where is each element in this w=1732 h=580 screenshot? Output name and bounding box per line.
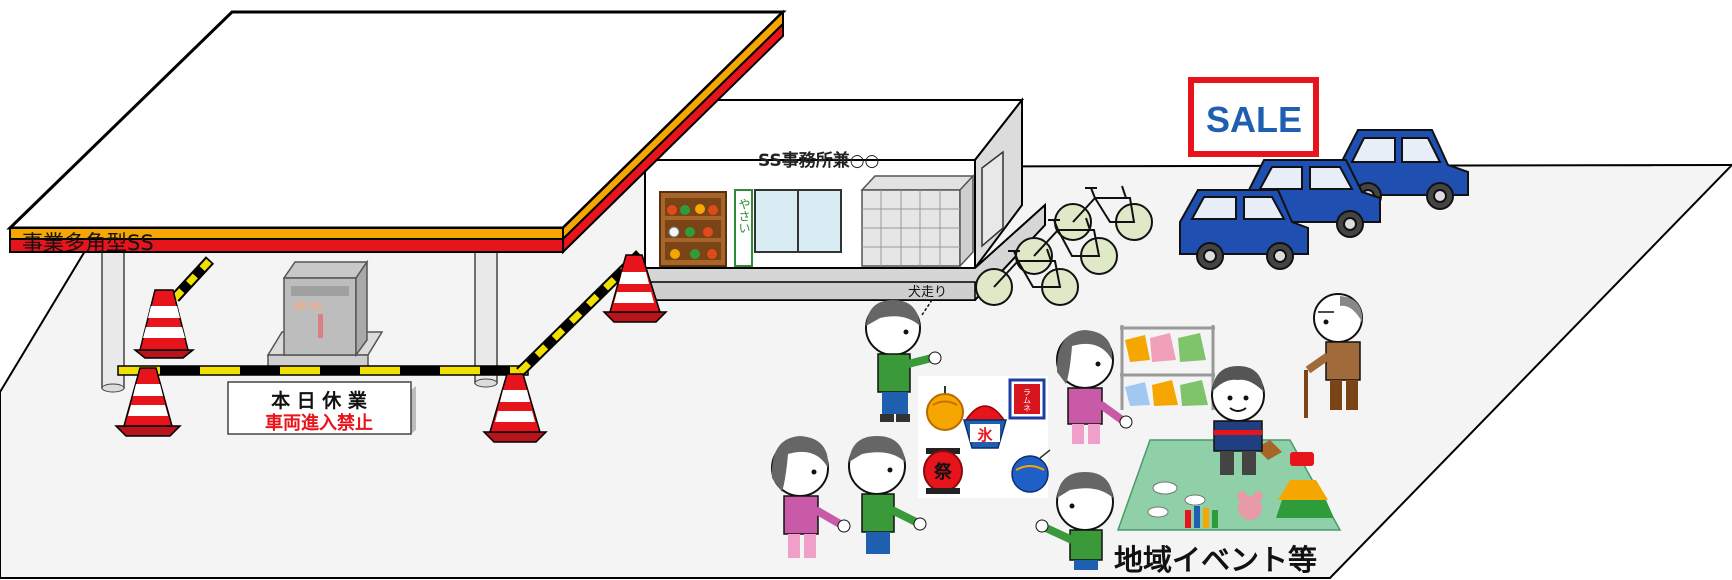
- closed-sign-line2: 車両進入禁止: [265, 412, 373, 434]
- ramune-sign: ラムネ: [1010, 380, 1044, 418]
- shaved-ice-label: 氷: [977, 426, 993, 444]
- festival-goods: 氷 ラムネ 祭: [918, 376, 1050, 498]
- ramune-label: ラムネ: [1023, 388, 1032, 412]
- vegetable-shelf-icon: [660, 192, 726, 266]
- closed-sign: 本 日 休 業 車両進入禁止: [228, 382, 416, 434]
- canopy-label: 事業多角型SS: [22, 231, 154, 255]
- dog-run-label: 犬走り: [908, 285, 947, 300]
- sale-sign-label: SALE: [1206, 99, 1302, 140]
- event-caption: 地域イベント等: [1114, 543, 1317, 577]
- office-sign: SS事務所兼○○: [758, 150, 879, 171]
- storage-lockers: [862, 176, 973, 266]
- gas-pump-icon: [268, 262, 382, 369]
- barrier-front: [118, 366, 528, 375]
- veg-banner-text: やさい: [737, 198, 751, 234]
- closed-sign-line1: 本 日 休 業: [271, 389, 368, 412]
- lantern-label: 祭: [933, 461, 953, 483]
- canopy-pillar: [475, 245, 497, 383]
- sale-sign: SALE: [1191, 80, 1316, 154]
